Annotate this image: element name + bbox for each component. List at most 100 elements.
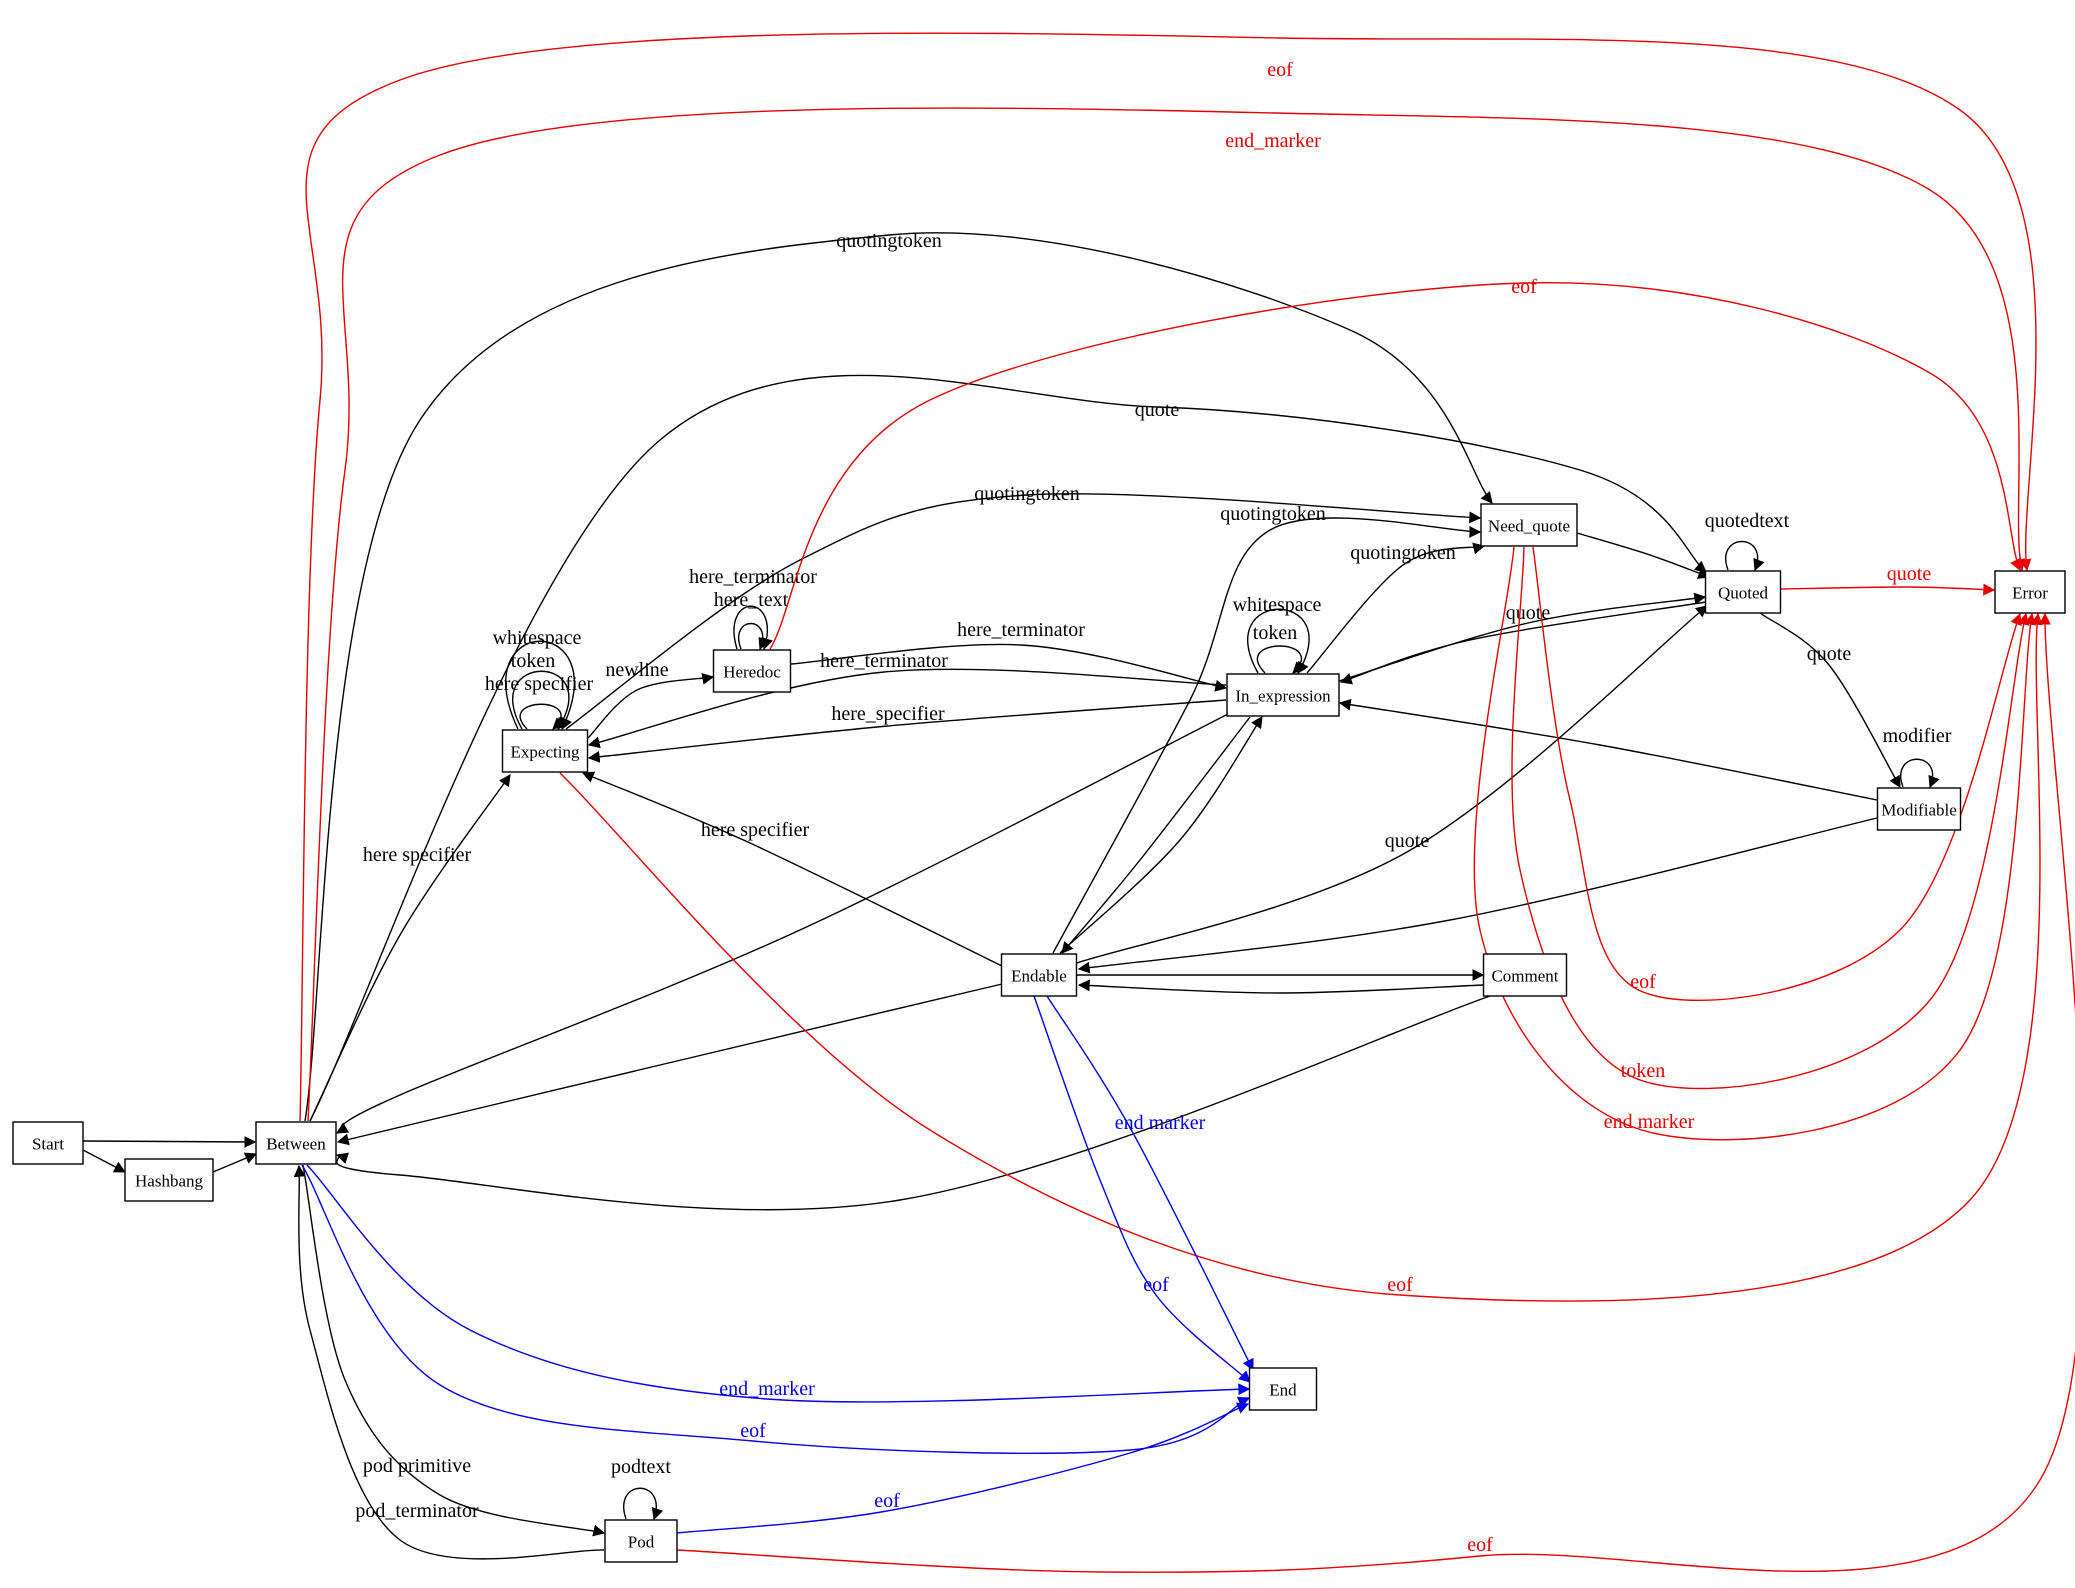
edge-Between-Pod-pod_primitive bbox=[302, 1164, 606, 1537]
edge-label-here_terminator: here_terminator bbox=[957, 619, 1085, 641]
edge-In_expression-In_expression-whitespace bbox=[1247, 608, 1310, 675]
edge-label-here_specifier: here specifier bbox=[701, 819, 810, 841]
edge-Expecting-Need_quote-quotingtoken bbox=[565, 493, 1482, 730]
edge-label-quotingtoken: quotingtoken bbox=[836, 230, 942, 252]
edge-label-eof: eof bbox=[1387, 1274, 1413, 1296]
edge-Heredoc-Heredoc-here_terminator bbox=[733, 605, 773, 651]
edge-label-eof: eof bbox=[740, 1420, 766, 1442]
edge-label-eof: eof bbox=[1143, 1274, 1169, 1296]
state-box-Error bbox=[1994, 570, 2066, 614]
state-label-Need_quote: Need_quote bbox=[1488, 517, 1570, 536]
edge-Need_quote-Error-eof bbox=[1532, 546, 2022, 1001]
state-node-Expecting: Expecting bbox=[501, 729, 589, 773]
edge-Pod-Error-eof bbox=[676, 612, 2075, 1573]
state-node-Modifiable: Modifiable bbox=[1876, 787, 1962, 831]
edge-label-token: token bbox=[511, 650, 555, 672]
edge-Between-End-end_marker bbox=[306, 1164, 1251, 1403]
state-label-Expecting: Expecting bbox=[511, 743, 580, 762]
edge-label-eof: eof bbox=[1467, 1534, 1493, 1556]
state-box-Hashbang bbox=[124, 1158, 214, 1202]
edge-Expecting-Expecting-whitespace bbox=[505, 640, 575, 731]
edge-label-quote: quote bbox=[1887, 563, 1932, 585]
state-label-Start: Start bbox=[32, 1135, 64, 1154]
edge-label-pod_primitive: pod primitive bbox=[363, 1455, 471, 1477]
edge-Quoted-In_expression bbox=[1339, 601, 1707, 685]
state-node-Between: Between bbox=[255, 1121, 337, 1165]
edge-Pod-Pod-podtext bbox=[623, 1487, 664, 1521]
edge-label-here_specifier: here_specifier bbox=[831, 703, 945, 725]
edge-label-quotedtext: quotedtext bbox=[1705, 510, 1790, 532]
edge-label-token: token bbox=[1621, 1060, 1665, 1082]
edge-Between-Error-end_marker bbox=[307, 107, 2026, 1122]
edge-Endable-Quoted-quote bbox=[1076, 605, 1708, 964]
edge-Hashbang-Between bbox=[212, 1152, 258, 1173]
state-box-Need_quote bbox=[1480, 503, 1578, 547]
state-label-Heredoc: Heredoc bbox=[723, 663, 781, 682]
edge-label-here_specifier: here specifier bbox=[485, 673, 594, 695]
edge-Endable-End-eof bbox=[1033, 995, 1251, 1383]
edge-Expecting-Error-eof bbox=[559, 612, 2043, 1302]
edge-Modifiable-Endable bbox=[1077, 817, 1878, 974]
edge-label-end_marker: end_marker bbox=[1225, 130, 1321, 152]
edge-Quoted-Modifiable-quote bbox=[1759, 612, 1901, 789]
edge-label-newline: newline bbox=[605, 659, 668, 681]
edge-label-pod_terminator: pod_terminator bbox=[355, 1500, 479, 1522]
edge-Pod-Between-pod_terminator bbox=[293, 1164, 605, 1560]
edge-label-modifier: modifier bbox=[1883, 725, 1952, 747]
state-label-Modifiable: Modifiable bbox=[1881, 801, 1957, 820]
state-label-Quoted: Quoted bbox=[1718, 584, 1769, 603]
state-label-Between: Between bbox=[266, 1135, 326, 1154]
state-box-Expecting bbox=[501, 729, 589, 773]
edge-label-eof: eof bbox=[874, 1490, 900, 1512]
edge-Endable-Expecting-here_specifier bbox=[581, 771, 1003, 967]
edge-Expecting-Heredoc-newline bbox=[587, 672, 715, 739]
edge-label-quote: quote bbox=[1807, 643, 1852, 665]
edge-Quoted-Error-quote bbox=[1780, 583, 1996, 596]
edge-Need_quote-Error-token bbox=[1511, 546, 2030, 1090]
edge-In_expression-In_expression-token bbox=[1256, 645, 1305, 674]
state-label-Pod: Pod bbox=[628, 1533, 655, 1552]
edge-label-eof: eof bbox=[1267, 59, 1293, 81]
state-box-Quoted bbox=[1704, 570, 1782, 614]
state-box-Pod bbox=[604, 1519, 678, 1563]
state-label-Endable: Endable bbox=[1011, 967, 1067, 986]
state-label-Error: Error bbox=[2012, 584, 2048, 603]
edge-label-here_specifier: here specifier bbox=[363, 844, 472, 866]
edge-In_expression-Endable bbox=[1061, 716, 1251, 954]
state-box-Modifiable bbox=[1876, 787, 1962, 831]
state-node-In_expression: In_expression bbox=[1226, 673, 1340, 717]
state-node-Heredoc: Heredoc bbox=[712, 649, 792, 693]
state-node-Hashbang: Hashbang bbox=[124, 1158, 214, 1202]
state-node-End: End bbox=[1248, 1367, 1318, 1411]
edge-Between-Quoted-quote bbox=[309, 374, 1707, 1122]
edge-Modifiable-Modifiable-modifier bbox=[1900, 758, 1940, 789]
state-node-Need_quote: Need_quote bbox=[1480, 503, 1578, 547]
edge-In_expression-Expecting-here_specifier bbox=[587, 699, 1227, 763]
state-node-Quoted: Quoted bbox=[1704, 570, 1782, 614]
edge-label-here_terminator: here_terminator bbox=[689, 566, 817, 588]
edge-label-end_marker: end_marker bbox=[719, 1378, 815, 1400]
state-node-Endable: Endable bbox=[1000, 953, 1078, 997]
edge-label-here_text: here_text bbox=[714, 589, 789, 611]
edge-label-whitespace: whitespace bbox=[1233, 594, 1322, 616]
edge-label-quotingtoken: quotingtoken bbox=[1350, 542, 1456, 564]
edge-Between-Expecting-here_specifier bbox=[309, 774, 511, 1122]
edge-label-end_marker: end marker bbox=[1115, 1112, 1206, 1134]
state-box-Between bbox=[255, 1121, 337, 1165]
state-node-Pod: Pod bbox=[604, 1519, 678, 1563]
edge-In_expression-Need_quote-quotingtoken bbox=[1306, 542, 1486, 674]
edge-Endable-Between bbox=[336, 983, 1003, 1146]
edge-Heredoc-Heredoc-here_text bbox=[738, 623, 770, 651]
edge-label-podtext: podtext bbox=[611, 1456, 671, 1478]
state-box-Start bbox=[12, 1121, 84, 1165]
edge-Comment-Endable bbox=[1077, 979, 1484, 994]
state-label-Comment: Comment bbox=[1491, 967, 1558, 986]
edge-label-eof: eof bbox=[1630, 971, 1656, 993]
edge-label-here_terminator: here_terminator bbox=[820, 650, 948, 672]
edge-Pod-End-eof bbox=[676, 1402, 1250, 1534]
edge-label-token: token bbox=[1253, 622, 1297, 644]
edge-label-eof: eof bbox=[1511, 276, 1537, 298]
edge-Between-Error-eof bbox=[299, 32, 2037, 1122]
